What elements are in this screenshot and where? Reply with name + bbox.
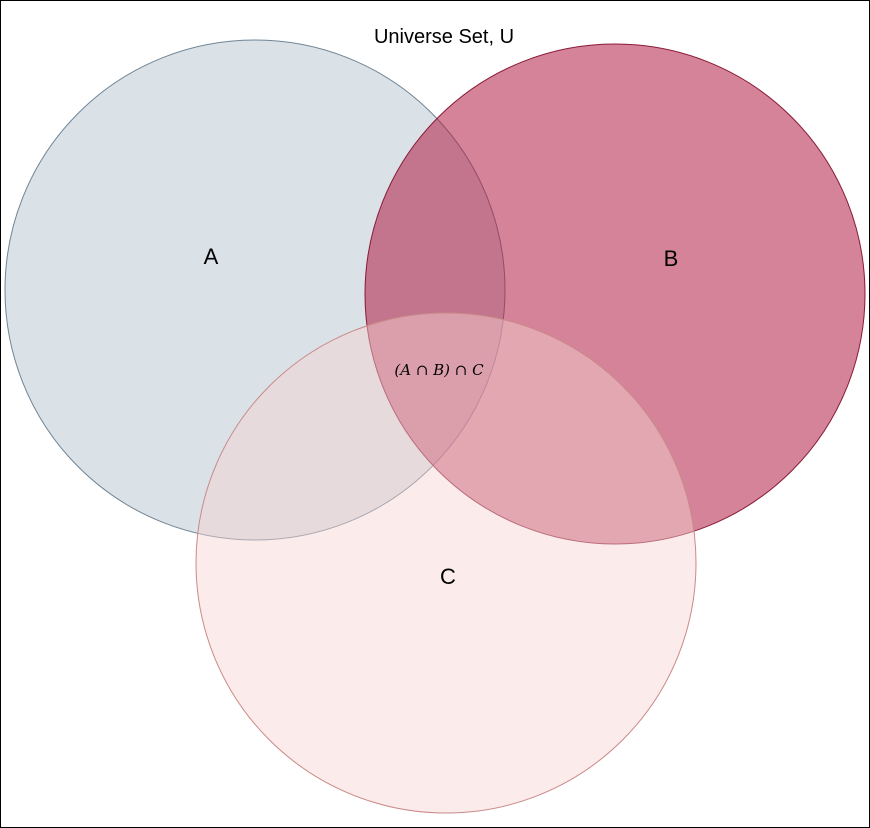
set-c-circle <box>195 312 697 814</box>
set-a-label: A <box>204 244 219 269</box>
set-b-label: B <box>664 246 679 271</box>
intersection-label: (A ∩ B) ∩ C <box>394 361 484 379</box>
set-b-circle <box>364 43 866 545</box>
set-c-label: C <box>440 564 456 589</box>
universe-title: Universe Set, U <box>374 26 514 48</box>
